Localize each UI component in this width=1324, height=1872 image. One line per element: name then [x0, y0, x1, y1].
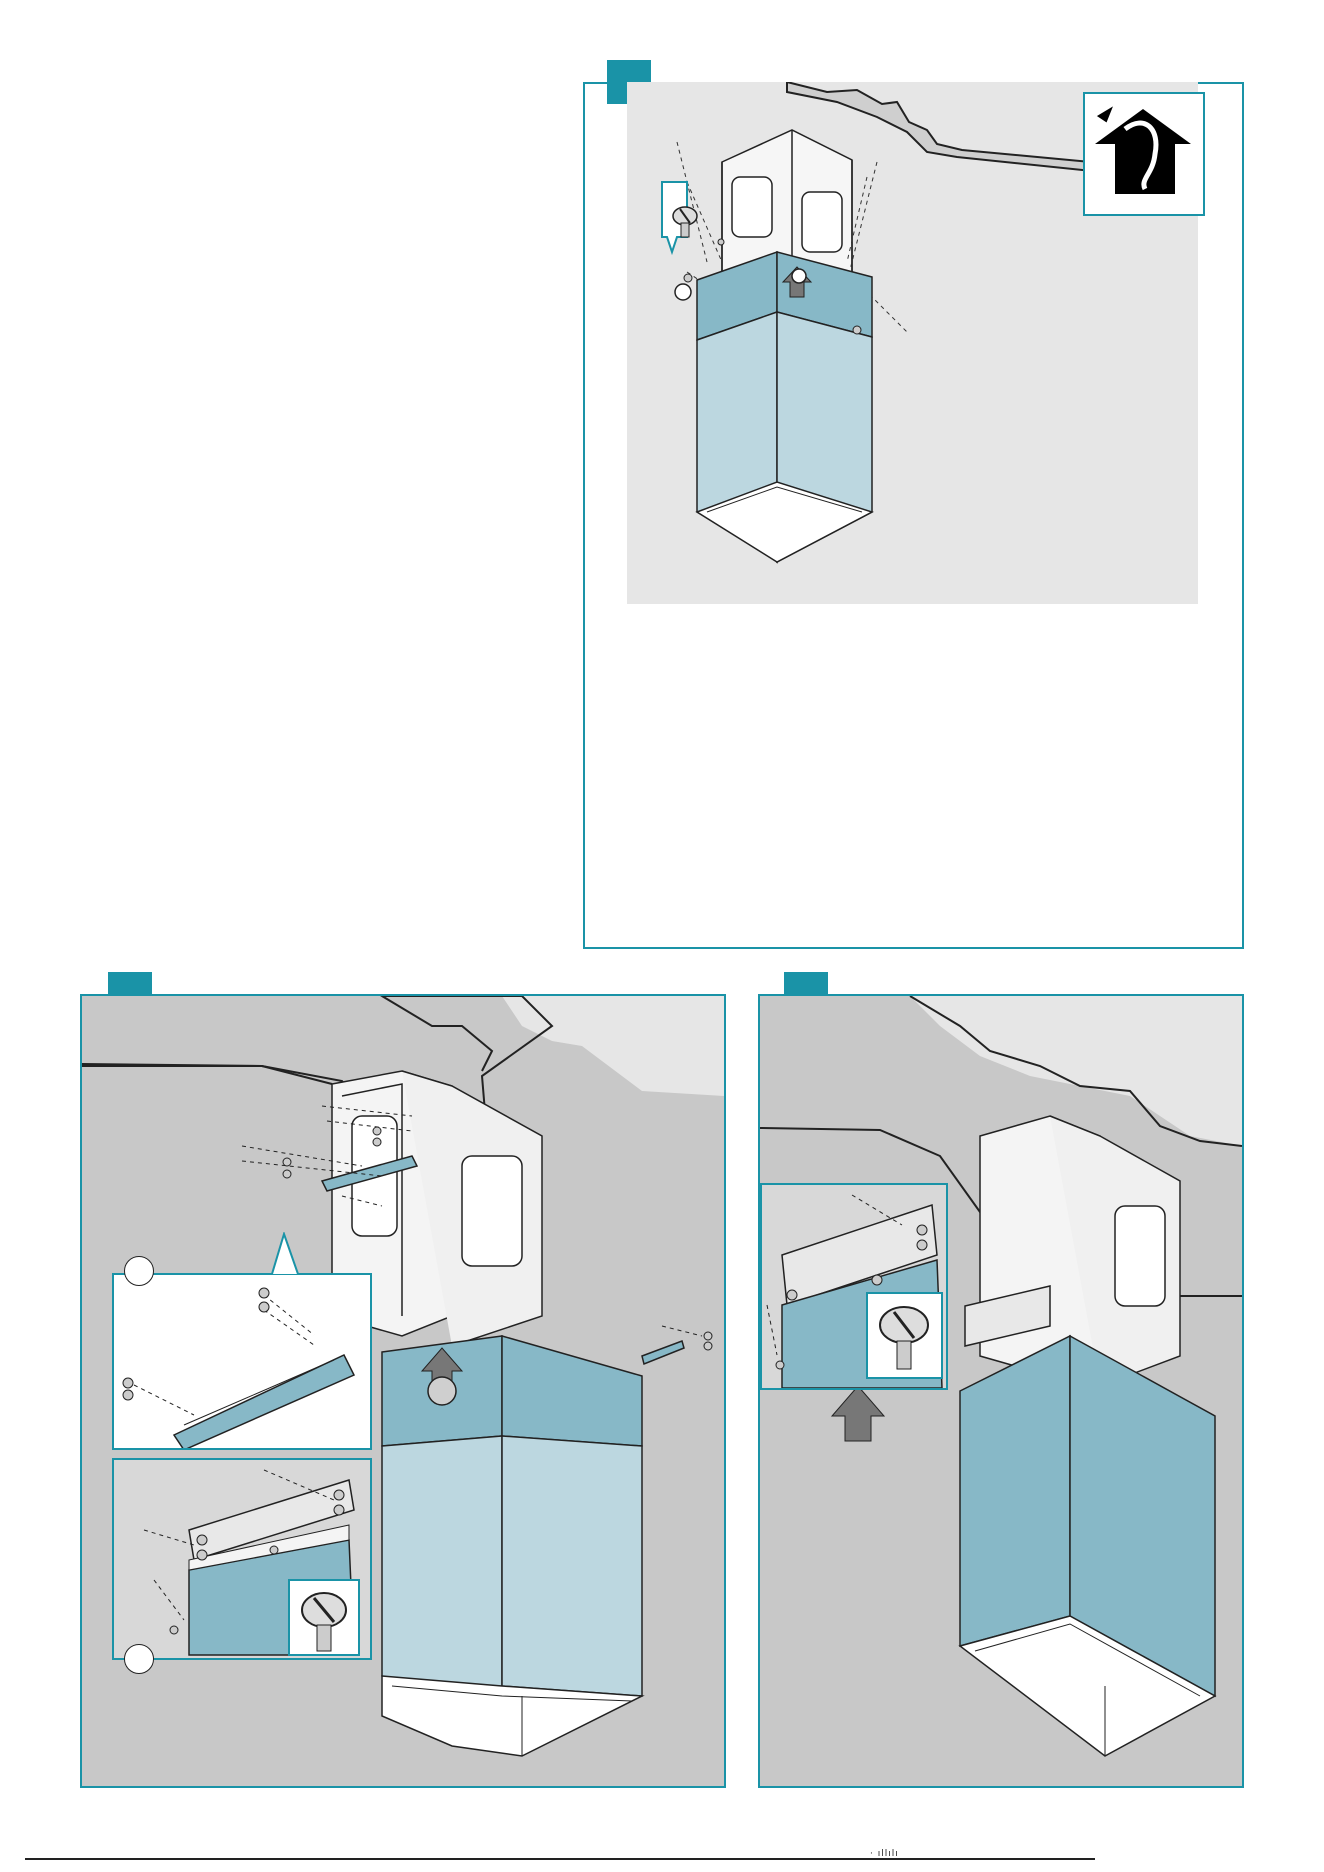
detail-inset-bracket-installed: [112, 1458, 372, 1660]
illustration-chimney-lower-fit: [760, 996, 1242, 1786]
step-bubble-b: [124, 1644, 154, 1674]
detail-inset-lower-bracket: [760, 1183, 948, 1390]
footer-rule: [25, 1858, 1095, 1860]
callout-pointer: [270, 1232, 300, 1277]
step-bubble-a: [124, 1256, 154, 1286]
detail-inset-bracket-screws: [112, 1273, 372, 1450]
house-outside-air-icon: [1083, 92, 1205, 216]
footer-marks: · ıllılı: [870, 1849, 899, 1859]
